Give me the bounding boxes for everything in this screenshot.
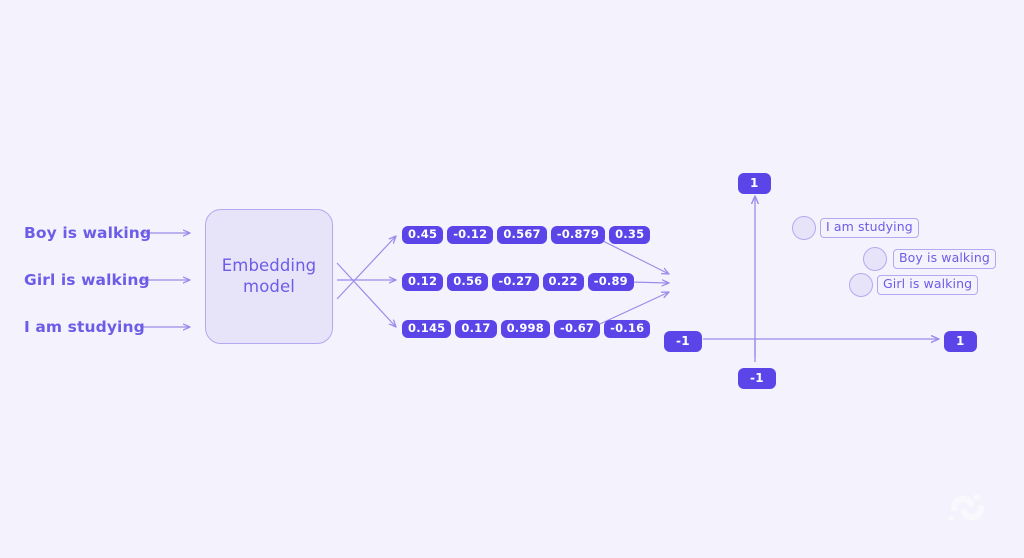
arrow-model-to-vector-1 [336, 236, 396, 300]
chart-axis-label-x-right: 1 [944, 331, 977, 352]
embedding-model-box: Embedding model [205, 209, 333, 344]
chart-axis-label-y-bottom: -1 [738, 368, 776, 389]
scatter-point-label: I am studying [820, 218, 919, 238]
input-sentence-1: Boy is walking [24, 224, 152, 242]
vector-value: 0.45 [402, 225, 444, 245]
scatter-point-label: Girl is walking [877, 275, 979, 295]
scatter-point-marker [849, 273, 873, 297]
embedding-model-label: Embedding model [222, 256, 317, 297]
chart-axis-label-y-top: 1 [738, 173, 771, 194]
vector-value: 0.12 [402, 272, 444, 292]
embedding-model-label-line1: Embedding [221, 255, 317, 275]
brand-logo-watermark-icon [948, 493, 985, 521]
embedding-vector-row-3: 0.145 0.17 0.998 -0.67 -0.16 [402, 319, 651, 339]
scatter-point-marker [863, 247, 887, 271]
vector-value: -0.16 [604, 319, 651, 339]
vector-value: 0.35 [609, 225, 651, 245]
vector-value: -0.27 [492, 272, 539, 292]
vector-value: -0.12 [447, 225, 494, 245]
vector-value: 0.56 [447, 272, 489, 292]
input-sentence-2: Girl is walking [24, 271, 150, 289]
vector-value: 0.998 [500, 319, 550, 339]
vector-value: 0.567 [497, 225, 547, 245]
vector-value: -0.67 [553, 319, 601, 339]
scatter-point-marker [792, 216, 816, 240]
scatter-point-label: Boy is walking [893, 249, 996, 269]
arrow-model-to-vector-3 [336, 262, 396, 327]
vector-value: -0.89 [587, 272, 634, 292]
vector-value: 0.22 [542, 272, 584, 292]
embedding-vector-row-2: 0.12 0.56 -0.27 0.22 -0.89 [402, 272, 634, 292]
vector-value: 0.17 [455, 319, 497, 339]
chart-axis-label-x-left: -1 [664, 331, 702, 352]
input-sentence-3: I am studying [24, 318, 145, 336]
embedding-vector-row-1: 0.45 -0.12 0.567 -0.879 0.35 [402, 225, 651, 245]
vector-value: -0.879 [550, 225, 606, 245]
vector-value: 0.145 [402, 319, 452, 339]
embedding-model-label-line2: model [243, 276, 295, 296]
